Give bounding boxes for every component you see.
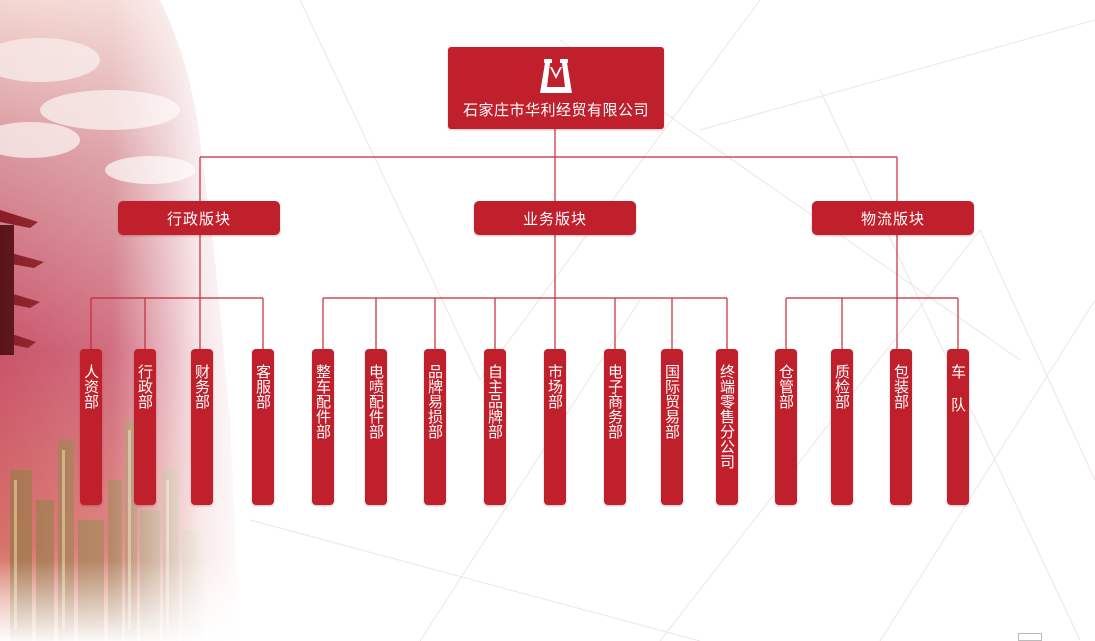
dept-own-brand: 自主品牌部: [484, 349, 506, 505]
segment-label: 行政版块: [166, 209, 231, 228]
dept-packaging: 包装部: [890, 349, 912, 505]
dept-label: 自主品牌部: [486, 364, 504, 439]
dept-label: 行政部: [136, 364, 154, 409]
dept-label: 车 队: [949, 364, 967, 412]
dept-admin: 行政部: [134, 349, 156, 505]
dept-label: 国际贸易部: [663, 364, 681, 439]
company-node: 石家庄市华利经贸有限公司: [448, 47, 664, 129]
dept-quality-inspection: 质检部: [831, 349, 853, 505]
dept-label: 电喷配件部: [367, 364, 385, 439]
dept-label: 电子商务部: [606, 364, 624, 439]
segment-logistics: 物流版块: [812, 201, 974, 235]
segment-business: 业务版块: [474, 201, 636, 235]
corner-marker: [1018, 633, 1042, 641]
dept-retail-branch: 终端零售分公司: [716, 349, 738, 505]
dept-efi-parts: 电喷配件部: [365, 349, 387, 505]
segment-admin: 行政版块: [118, 201, 280, 235]
dept-label: 品牌易损部: [426, 364, 444, 439]
dept-international-trade: 国际贸易部: [661, 349, 683, 505]
dept-finance: 财务部: [191, 349, 213, 505]
company-name: 石家庄市华利经贸有限公司: [462, 101, 649, 119]
dept-label: 市场部: [546, 364, 564, 409]
dept-label: 客服部: [254, 364, 272, 409]
hualing-logo-icon: [540, 59, 572, 93]
dept-brand-wear-parts: 品牌易损部: [424, 349, 446, 505]
dept-label: 人资部: [82, 364, 100, 409]
dept-customer-service: 客服部: [252, 349, 274, 505]
dept-marketing: 市场部: [544, 349, 566, 505]
dept-warehouse: 仓管部: [775, 349, 797, 505]
dept-label: 质检部: [833, 364, 851, 409]
dept-fleet: 车 队: [947, 349, 969, 505]
dept-ecommerce: 电子商务部: [604, 349, 626, 505]
dept-label: 财务部: [193, 364, 211, 409]
dept-label: 仓管部: [777, 364, 795, 409]
dept-label: 包装部: [892, 364, 910, 409]
dept-hr: 人资部: [80, 349, 102, 505]
dept-label: 终端零售分公司: [718, 364, 736, 469]
dept-vehicle-parts: 整车配件部: [312, 349, 334, 505]
segment-label: 业务版块: [522, 209, 587, 228]
dept-label: 整车配件部: [314, 364, 332, 439]
segment-label: 物流版块: [860, 209, 925, 228]
